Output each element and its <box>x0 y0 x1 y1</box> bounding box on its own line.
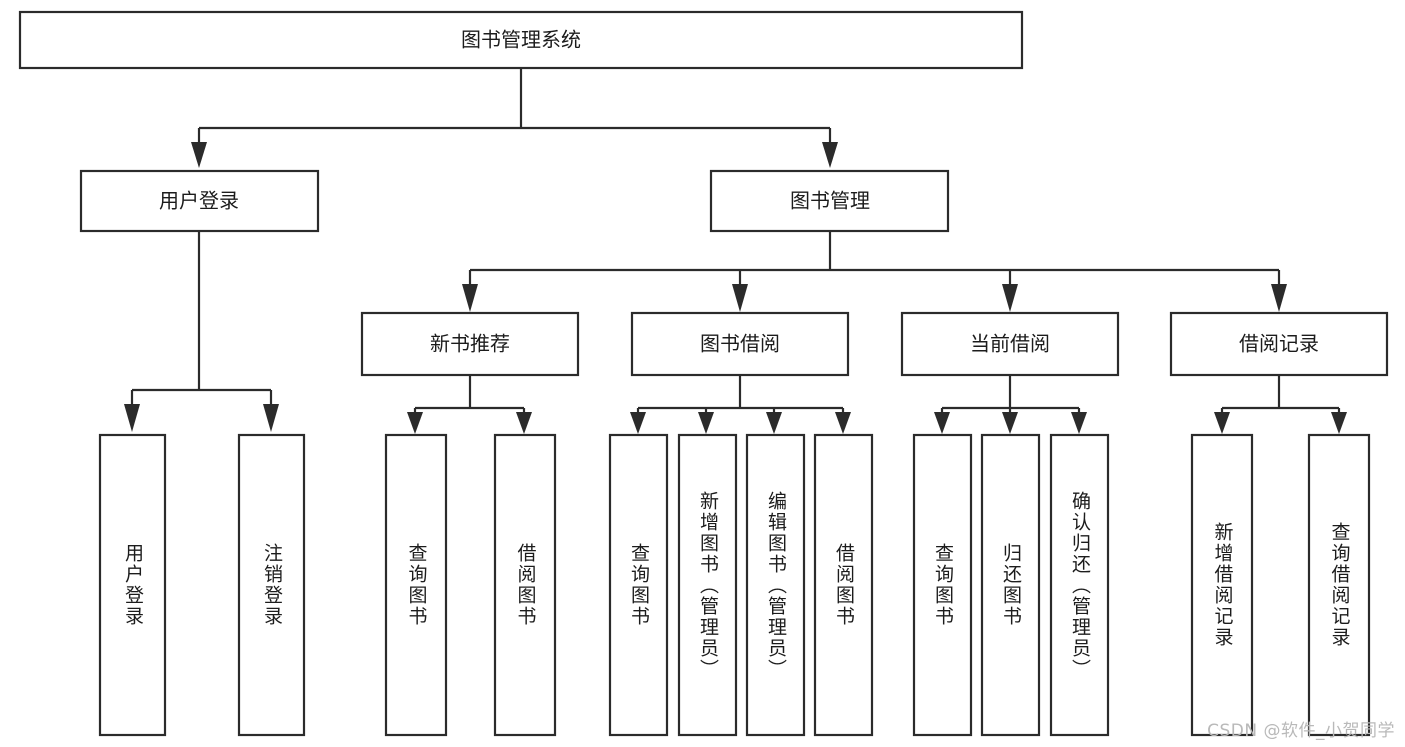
arrowhead-query-record <box>1331 412 1347 434</box>
node-records-box[interactable] <box>1169 311 1389 377</box>
arrowhead-login <box>191 142 207 168</box>
arrowhead-records <box>1271 284 1287 312</box>
node-borrow[interactable]: 图书借阅 <box>630 311 850 377</box>
node-leaf-return-book-box[interactable] <box>980 433 1041 737</box>
node-newbook[interactable]: 新书推荐 <box>360 311 580 377</box>
node-bookmgmt-box[interactable] <box>709 169 950 233</box>
node-root[interactable]: 图书管理系统 <box>18 10 1024 70</box>
arrowhead-confirm-return <box>1071 412 1087 434</box>
node-records-label: 借阅记录 <box>1239 332 1319 356</box>
node-login-box[interactable] <box>79 169 320 233</box>
arrowhead-borrow-book-2 <box>835 412 851 434</box>
node-borrow-label: 图书借阅 <box>700 332 780 356</box>
node-leaf-query-book-2-box[interactable] <box>608 433 669 737</box>
arrowhead-borrow <box>732 284 748 312</box>
node-current[interactable]: 当前借阅 <box>900 311 1120 377</box>
node-newbook-box[interactable] <box>360 311 580 377</box>
arrowhead-leaf-user-logout <box>263 404 279 432</box>
node-newbook-label: 新书推荐 <box>430 332 510 356</box>
node-leaf-query-book-1-box[interactable] <box>384 433 448 737</box>
node-leaf-add-book-box[interactable] <box>677 433 738 737</box>
node-current-label: 当前借阅 <box>970 332 1050 356</box>
arrowhead-bookmgmt <box>822 142 838 168</box>
node-login[interactable]: 用户登录 <box>79 169 320 233</box>
node-root-label: 图书管理系统 <box>461 28 581 52</box>
arrowhead-return-book <box>1002 412 1018 434</box>
node-root-box[interactable] <box>18 10 1024 70</box>
node-leaf-edit-book-box[interactable] <box>745 433 806 737</box>
node-records[interactable]: 借阅记录 <box>1169 311 1389 377</box>
csdn-watermark: CSDN @软件_小贺同学 <box>1207 721 1395 741</box>
arrowhead-borrow-book-1 <box>516 412 532 434</box>
arrowhead-newbook <box>462 284 478 312</box>
node-leaf-borrow-book-2-box[interactable] <box>813 433 874 737</box>
node-leaf-user-logout-box[interactable] <box>237 433 306 737</box>
arrowhead-query-book-1 <box>407 412 423 434</box>
node-leaf-user-login-box[interactable] <box>98 433 167 737</box>
node-bookmgmt-label: 图书管理 <box>790 189 870 213</box>
node-current-box[interactable] <box>900 311 1120 377</box>
arrowhead-current <box>1002 284 1018 312</box>
node-leaf-borrow-book-1-box[interactable] <box>493 433 557 737</box>
arrowhead-edit-book <box>766 412 782 434</box>
arrowhead-add-book <box>698 412 714 434</box>
node-leaf-query-record-box[interactable] <box>1307 433 1371 737</box>
connector-group <box>124 68 1347 434</box>
node-borrow-box[interactable] <box>630 311 850 377</box>
arrowhead-query-book-3 <box>934 412 950 434</box>
arrowhead-query-book-2 <box>630 412 646 434</box>
arrowhead-add-record <box>1214 412 1230 434</box>
node-leaf-add-record-box[interactable] <box>1190 433 1254 737</box>
node-bookmgmt[interactable]: 图书管理 <box>709 169 950 233</box>
node-leaf-confirm-return-box[interactable] <box>1049 433 1110 737</box>
node-leaf-query-book-3-box[interactable] <box>912 433 973 737</box>
node-login-label: 用户登录 <box>159 189 239 213</box>
arrowhead-leaf-user-login <box>124 404 140 432</box>
